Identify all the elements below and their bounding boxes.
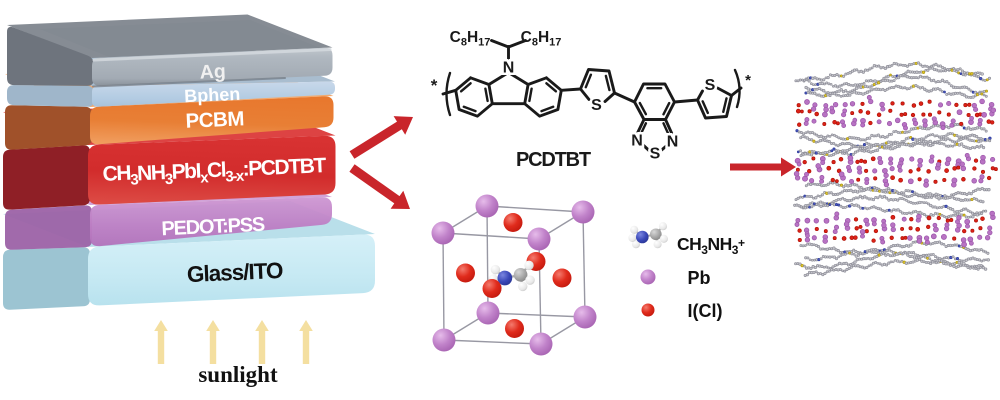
svg-text:Glass/ITO: Glass/ITO xyxy=(186,258,283,287)
svg-text:*: * xyxy=(745,72,751,89)
svg-text:CH3NH3PbIxCl3-x:PCDTBT: CH3NH3PbIxCl3-x:PCDTBT xyxy=(102,153,327,191)
svg-text:PEDOT:PSS: PEDOT:PSS xyxy=(161,214,265,240)
svg-text:C8H17: C8H17 xyxy=(450,29,491,49)
svg-text:CH3NH3+: CH3NH3+ xyxy=(677,234,745,257)
svg-text:Pb: Pb xyxy=(687,268,710,288)
svg-text:N: N xyxy=(667,134,679,151)
svg-text:sunlight: sunlight xyxy=(198,362,278,387)
svg-text:*: * xyxy=(431,76,438,95)
svg-text:Ag: Ag xyxy=(199,60,226,83)
svg-text:S: S xyxy=(705,77,716,94)
svg-text:N: N xyxy=(503,60,515,77)
svg-text:Bphen: Bphen xyxy=(184,84,241,106)
svg-text:PCDTBT: PCDTBT xyxy=(516,149,591,171)
svg-text:C8H17: C8H17 xyxy=(521,29,562,49)
svg-text:S: S xyxy=(650,146,661,163)
svg-text:N: N xyxy=(631,133,643,150)
svg-text:S: S xyxy=(591,97,602,114)
svg-text:I(Cl): I(Cl) xyxy=(688,301,723,321)
svg-text:PCBM: PCBM xyxy=(185,107,244,133)
